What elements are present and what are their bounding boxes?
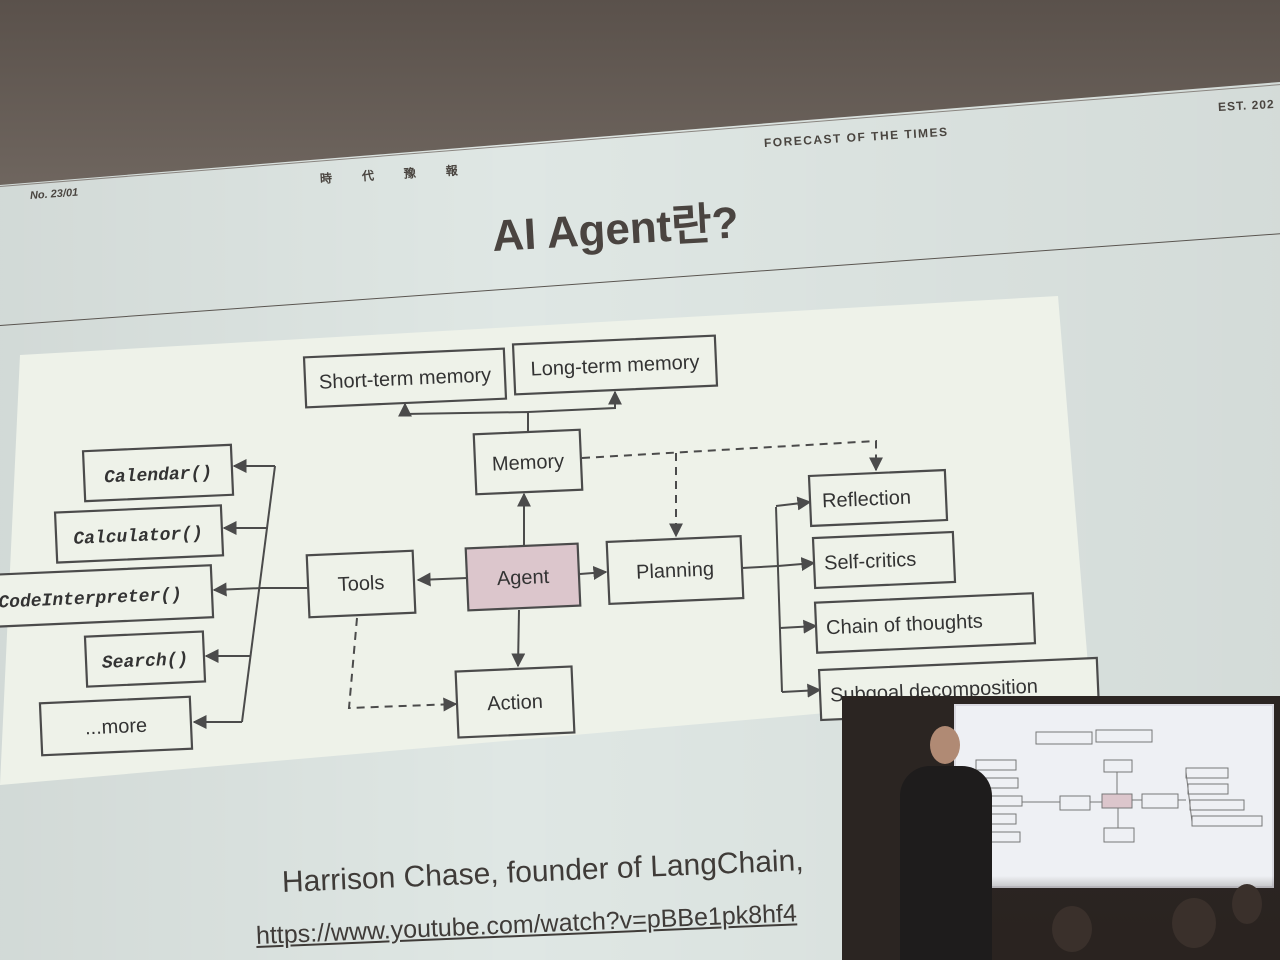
edge-agent-tools <box>416 572 468 587</box>
edge-planning-reflection <box>775 496 812 511</box>
svg-text:Agent: Agent <box>496 566 550 590</box>
node-reflection: Reflection <box>807 468 949 528</box>
svg-text:Action: Action <box>487 691 544 715</box>
inset-diagram-thumbnail <box>956 729 1263 843</box>
edge-planning-selfcritics <box>777 557 816 572</box>
edge-memory-ltm <box>527 390 622 413</box>
edge-tools-action <box>347 617 458 712</box>
svg-text:Search(): Search() <box>102 650 189 674</box>
node-self-critics: Self-critics <box>811 530 957 590</box>
node-chain-of-thoughts: Chain of thoughts <box>813 592 1037 654</box>
inset-box-calendar <box>975 759 1017 771</box>
edge-memory-reflection <box>581 439 883 472</box>
inset-box-selfcritics <box>1187 783 1229 795</box>
edge-planning-cot <box>779 619 818 634</box>
speaker-body <box>900 766 992 960</box>
edge-agent-planning <box>579 565 608 580</box>
speaker-video-inset <box>842 696 1280 960</box>
svg-text:...more: ...more <box>84 715 147 740</box>
inset-box-cot <box>1189 799 1245 811</box>
svg-text:Calendar(): Calendar() <box>104 464 213 489</box>
node-tools: Tools <box>305 549 417 619</box>
node-more: ...more <box>38 695 194 757</box>
node-planning: Planning <box>605 534 745 606</box>
edge-agent-action <box>511 609 526 668</box>
svg-text:Planning: Planning <box>636 558 715 583</box>
edge-tools-codeinterpreter <box>212 582 263 597</box>
inset-box-long-term <box>1095 729 1153 743</box>
node-agent: Agent <box>464 542 582 612</box>
edge-memory-stm <box>398 402 529 432</box>
diagram-edges <box>192 390 883 729</box>
svg-text:Memory: Memory <box>491 450 564 475</box>
node-code-interpreter: CodeInterpreter() <box>0 564 215 629</box>
edge-planning-subgoal <box>781 683 822 698</box>
node-action: Action <box>454 665 576 739</box>
inset-box-reflection <box>1185 767 1229 779</box>
inset-box-planning <box>1141 793 1179 809</box>
audience-head <box>1232 884 1262 924</box>
inset-presentation-screen <box>954 704 1274 888</box>
audience-head <box>1052 906 1092 952</box>
svg-text:Self-critics: Self-critics <box>824 549 917 575</box>
inset-edges <box>1022 771 1193 828</box>
speaker-head <box>930 726 960 764</box>
inset-box-memory <box>1103 759 1133 773</box>
svg-text:Reflection: Reflection <box>822 487 912 513</box>
inset-box-action <box>1103 827 1135 843</box>
node-short-term-memory: Short-term memory <box>302 347 508 409</box>
node-search: Search() <box>83 630 207 688</box>
svg-text:Tools: Tools <box>337 572 385 596</box>
inset-box-tools <box>1059 795 1091 811</box>
node-long-term-memory: Long-term memory <box>511 334 719 396</box>
edge-tools-spine <box>241 465 276 723</box>
inset-box-short-term <box>1035 731 1093 745</box>
edge-planning-spine <box>775 506 783 693</box>
inset-box-subgoal <box>1191 815 1263 827</box>
audience-head <box>1172 898 1216 948</box>
audience <box>992 876 1280 960</box>
speaker <box>872 726 1002 960</box>
node-calculator: Calculator() <box>53 504 225 564</box>
node-calendar: Calendar() <box>81 443 235 503</box>
node-memory: Memory <box>472 428 584 496</box>
inset-box-agent <box>1101 793 1133 809</box>
edge-planning-trunk <box>741 565 779 569</box>
